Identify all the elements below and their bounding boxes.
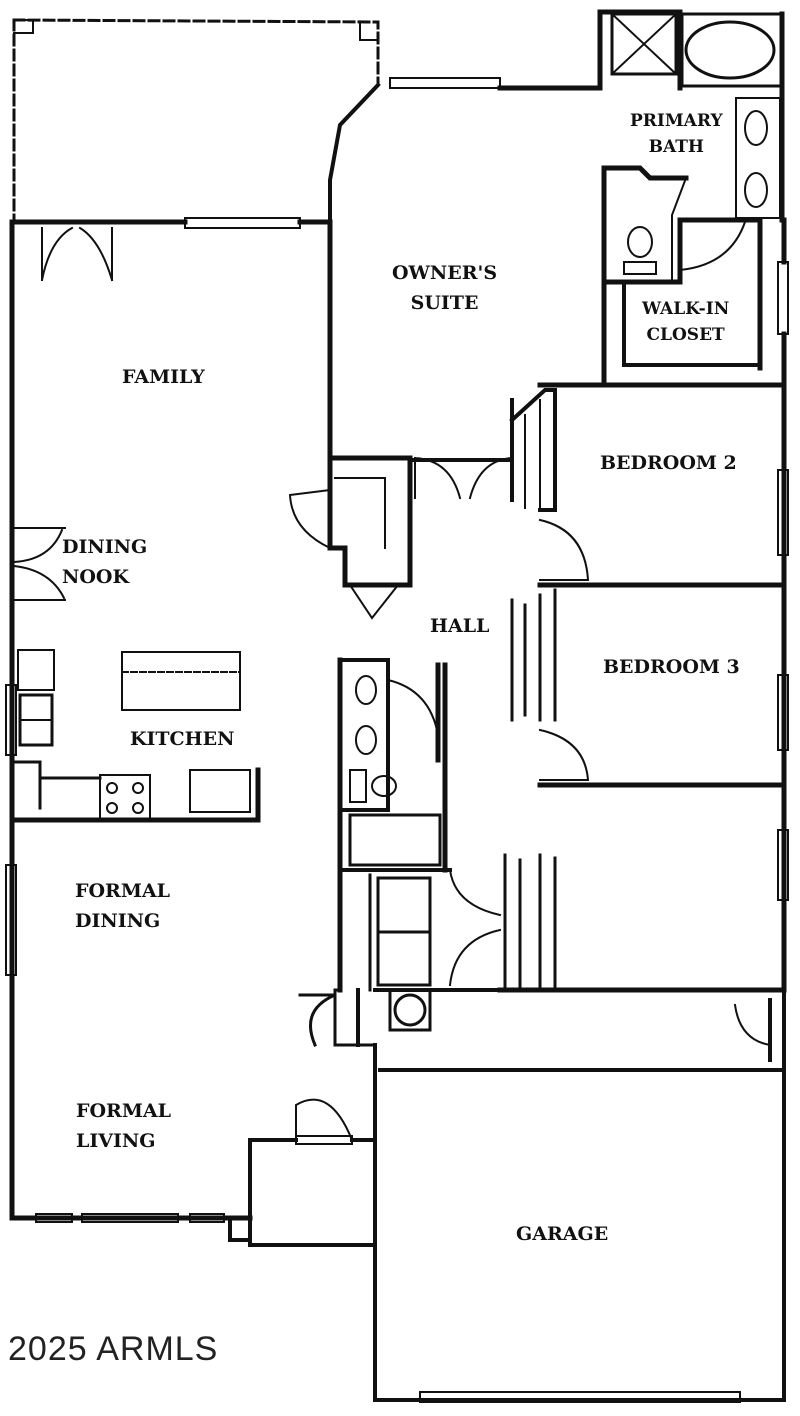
- room-label-primary-bath: PRIMARY BATH: [630, 111, 723, 157]
- room-label-formal-dining: FORMAL DINING: [75, 880, 170, 932]
- room-label-owners-suite: OWNER'S SUITE: [392, 262, 498, 314]
- room-label-family: FAMILY: [122, 366, 205, 388]
- room-label-kitchen: KITCHEN: [130, 728, 235, 750]
- room-label-walk-in-closet: WALK-IN CLOSET: [642, 299, 730, 345]
- room-label-dining-nook: DINING NOOK: [62, 536, 148, 588]
- room-label-bedroom-3: BEDROOM 3: [603, 656, 740, 678]
- room-label-bedroom-2: BEDROOM 2: [600, 452, 737, 474]
- room-label-garage: GARAGE: [516, 1223, 609, 1245]
- room-label-hall: HALL: [430, 615, 490, 637]
- patio-outline: [12, 18, 380, 224]
- room-label-formal-living: FORMAL LIVING: [76, 1100, 171, 1152]
- copyright-watermark: 2025 ARMLS: [8, 1330, 219, 1368]
